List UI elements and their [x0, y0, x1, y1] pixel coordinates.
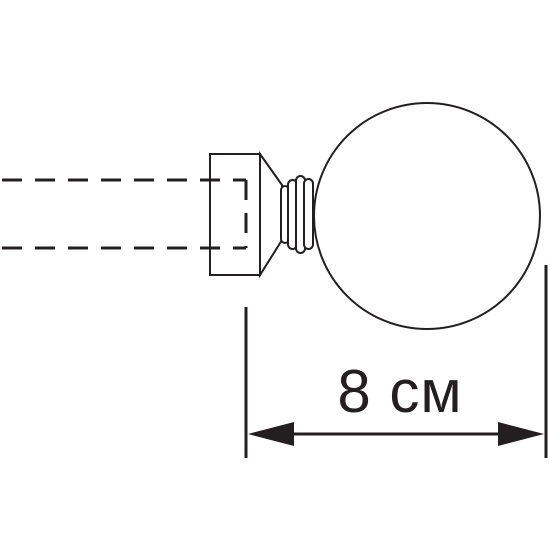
- finial-collar: [280, 175, 314, 254]
- dimension-label: 8 см: [337, 358, 463, 425]
- curtain-rod-dashed: [2, 178, 248, 250]
- collar-ring-4: [303, 178, 314, 250]
- arrowhead-right: [498, 422, 544, 446]
- arrowhead-left: [248, 422, 294, 446]
- finial-neck: [259, 150, 283, 279]
- finial-ball: [313, 102, 541, 330]
- mount-cap: [209, 153, 261, 276]
